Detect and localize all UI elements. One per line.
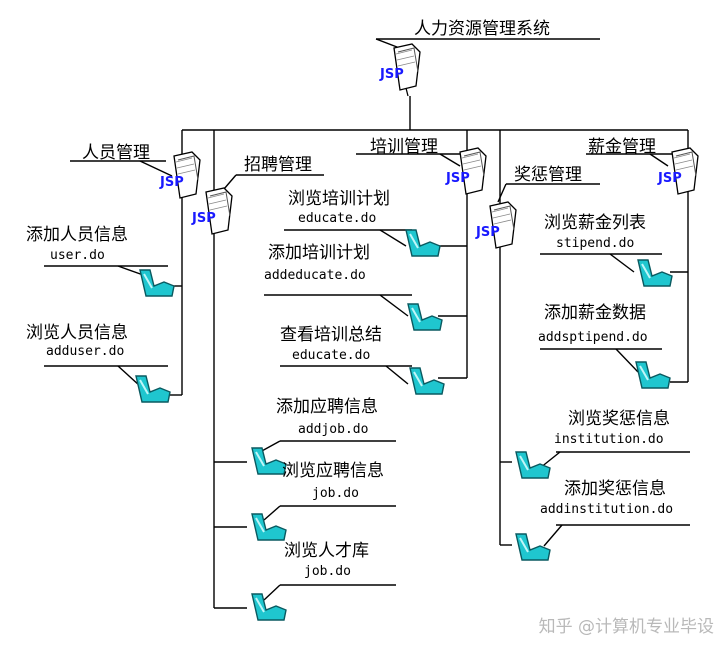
action-label: 浏览应聘信息 (282, 461, 384, 481)
module-label-reward: 奖惩管理 (514, 165, 582, 185)
svg-text:JSP: JSP (159, 175, 184, 190)
action-label: 查看培训总结 (280, 325, 382, 345)
module-label-personnel: 人员管理 (82, 143, 150, 163)
jsp-page-icon: JSP (444, 146, 492, 202)
svg-text:JSP: JSP (445, 171, 470, 186)
action-icon (246, 590, 290, 624)
action-icon (130, 372, 174, 406)
action-icon (510, 448, 554, 482)
action-icon (632, 256, 676, 290)
action-file: job.do (304, 564, 351, 579)
svg-text:JSP: JSP (475, 225, 500, 240)
action-file: stipend.do (556, 236, 635, 251)
action-label: 添加奖惩信息 (564, 479, 666, 499)
module-label-salary: 薪金管理 (588, 137, 656, 157)
action-label: 添加应聘信息 (276, 397, 378, 417)
action-icon (246, 510, 290, 544)
action-file: job.do (312, 486, 359, 501)
module-label-recruit: 招聘管理 (244, 155, 312, 175)
action-icon (404, 364, 448, 398)
action-file: educate.do (292, 348, 371, 363)
action-icon (402, 300, 446, 334)
svg-text:JSP: JSP (191, 211, 216, 226)
jsp-page-icon: JSP (656, 146, 704, 202)
jsp-page-icon: JSP (474, 200, 522, 256)
action-label: 添加人员信息 (26, 225, 128, 245)
action-file: educate.do (298, 211, 377, 226)
action-label: 添加培训计划 (268, 243, 370, 263)
action-label: 浏览人才库 (284, 541, 369, 561)
svg-text:JSP: JSP (657, 171, 682, 186)
action-file: addinstitution.do (540, 502, 674, 517)
jsp-page-icon: JSP (190, 186, 238, 242)
action-label: 浏览人员信息 (26, 323, 128, 343)
action-label: 浏览薪金列表 (544, 213, 646, 233)
jsp-icon-text: JSP (379, 67, 404, 82)
action-label: 浏览奖惩信息 (568, 409, 670, 429)
root-label: 人力资源管理系统 (414, 19, 550, 39)
action-icon (400, 226, 444, 260)
action-icon (510, 530, 554, 564)
action-file: addjob.do (298, 422, 369, 437)
action-file: adduser.do (46, 344, 125, 359)
action-icon (134, 266, 178, 300)
jsp-page-icon: JSP (158, 150, 206, 206)
action-file: user.do (50, 248, 105, 263)
action-file: institution.do (554, 432, 664, 447)
module-label-training: 培训管理 (370, 137, 438, 157)
jsp-page-icon: JSP (378, 42, 426, 98)
action-label: 添加薪金数据 (544, 303, 646, 323)
action-icon (630, 358, 674, 392)
action-icon (246, 444, 290, 478)
action-file: addeducate.do (264, 268, 366, 283)
watermark: 知乎 @计算机专业毕设 (538, 617, 714, 637)
action-file: addsptipend.do (538, 330, 648, 345)
action-label: 浏览培训计划 (288, 189, 390, 209)
